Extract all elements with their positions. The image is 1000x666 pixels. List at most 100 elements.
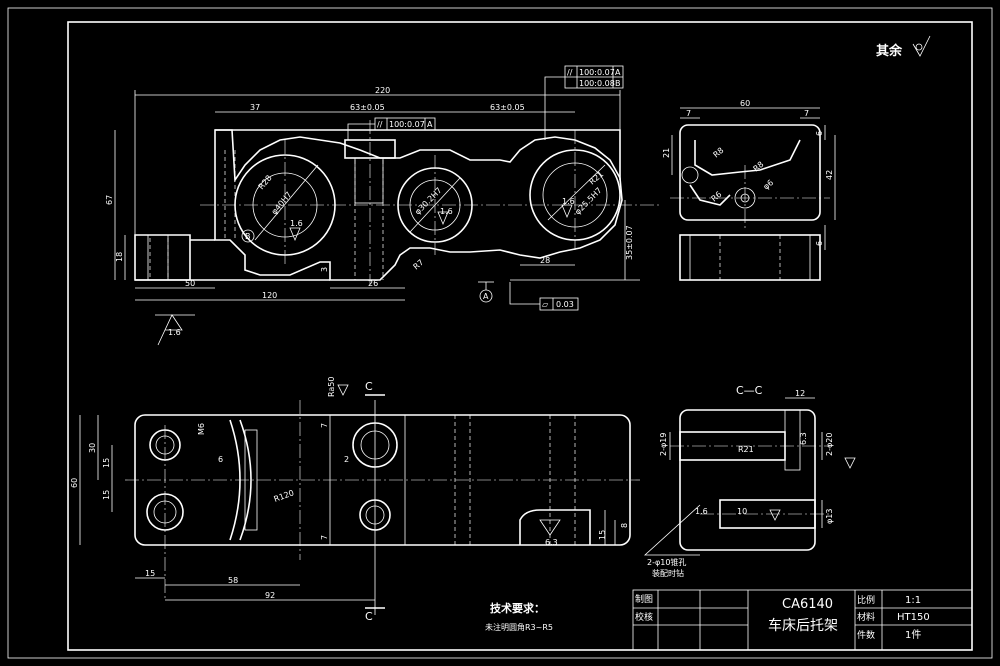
fcf-flatness: ⏥ 0.03	[509, 282, 579, 311]
svg-text:100:0.07: 100:0.07	[389, 120, 425, 129]
roughness-symbol	[769, 509, 781, 521]
svg-text:2-φ20: 2-φ20	[825, 433, 834, 456]
svg-text:未注明圆角R3~R5: 未注明圆角R3~R5	[485, 622, 553, 632]
fcf-parallelism-mid: // 100:0.07 A	[347, 117, 436, 140]
svg-text:12: 12	[795, 389, 805, 398]
svg-text:37: 37	[250, 103, 260, 112]
svg-text:8: 8	[620, 523, 629, 528]
svg-text:6: 6	[815, 131, 824, 136]
svg-text:比例: 比例	[857, 594, 875, 606]
svg-text:1.6: 1.6	[168, 328, 181, 337]
svg-text:15: 15	[145, 569, 155, 578]
svg-text:材料: 材料	[857, 611, 875, 623]
roughness-symbol	[437, 211, 449, 226]
svg-text:校核: 校核	[635, 611, 653, 623]
svg-text:42: 42	[825, 170, 834, 180]
svg-text:7: 7	[320, 535, 329, 540]
svg-text:1.6: 1.6	[562, 197, 575, 206]
svg-text:M6: M6	[197, 423, 206, 435]
svg-text:1.6: 1.6	[695, 507, 708, 516]
svg-text:制图: 制图	[635, 593, 653, 605]
svg-text:50: 50	[185, 279, 195, 288]
svg-text:⏥: ⏥	[542, 300, 549, 309]
section-c-c: C—C 12 6.3 2-φ19 2-φ20 φ13 R21 1.6 10 2-…	[643, 384, 856, 578]
front-view: 220 37 63±0.05 63±0.05 67 18 50 120 26 2…	[105, 65, 660, 346]
svg-text:220: 220	[375, 86, 390, 95]
svg-text:R6: R6	[710, 190, 724, 204]
svg-text:6: 6	[815, 241, 824, 246]
title-block: 制图 校核 CA6140 车床后托架 比例 1:1 材料 HT150 件数 1件	[632, 589, 973, 651]
plan-view: 60 30 15 15 15 58 92 R120 6 7 7 2 15 8 M…	[70, 377, 640, 623]
svg-text:φ25.5H7: φ25.5H7	[573, 186, 604, 217]
svg-text:φ40H7: φ40H7	[270, 190, 294, 216]
svg-text:2: 2	[344, 455, 349, 464]
svg-text:92: 92	[265, 591, 275, 600]
roughness-symbol	[539, 519, 561, 536]
svg-text:100:0.07: 100:0.07	[579, 68, 615, 77]
technical-requirements: 技术要求： 未注明圆角R3~R5	[485, 601, 553, 632]
svg-text:0.03: 0.03	[556, 300, 574, 309]
svg-text:C—C: C—C	[736, 384, 763, 397]
outer-frame	[7, 7, 993, 659]
svg-text:7: 7	[320, 423, 329, 428]
svg-text:63±0.05: 63±0.05	[350, 103, 385, 112]
svg-text:其余: 其余	[876, 43, 903, 59]
svg-text:装配时钻: 装配时钻	[652, 568, 684, 578]
svg-text:21: 21	[662, 148, 671, 158]
svg-text:车床后托架: 车床后托架	[768, 617, 838, 634]
inner-frame	[67, 21, 973, 651]
svg-text:26: 26	[368, 279, 378, 288]
svg-text:1:1: 1:1	[905, 595, 921, 606]
svg-text:φ6: φ6	[762, 178, 776, 192]
svg-text://: //	[567, 68, 573, 77]
svg-text:18: 18	[115, 252, 124, 262]
svg-text:B: B	[615, 79, 621, 88]
svg-text:A: A	[615, 68, 621, 77]
svg-text:2-φ19: 2-φ19	[659, 433, 668, 456]
roughness-symbol	[561, 204, 573, 219]
svg-text:1.6: 1.6	[440, 207, 453, 216]
svg-text:HT150: HT150	[897, 612, 930, 623]
svg-text:63±0.05: 63±0.05	[490, 103, 525, 112]
svg-text:35±0.07: 35±0.07	[625, 225, 634, 260]
svg-text:7: 7	[686, 109, 691, 118]
svg-text:10: 10	[737, 507, 747, 516]
svg-text:7: 7	[804, 109, 809, 118]
svg-text://: //	[377, 120, 383, 129]
svg-text:120: 120	[262, 291, 277, 300]
roughness-symbol	[844, 457, 856, 469]
svg-text:CA6140: CA6140	[782, 597, 833, 612]
svg-text:67: 67	[105, 195, 114, 205]
svg-text:6: 6	[218, 455, 223, 464]
svg-text:15: 15	[598, 530, 607, 540]
svg-text:R8: R8	[752, 160, 766, 174]
svg-text:件数: 件数	[857, 629, 875, 641]
svg-text:6.3: 6.3	[799, 432, 808, 445]
svg-text:φ13: φ13	[825, 509, 834, 524]
svg-text:1件: 1件	[905, 629, 921, 641]
svg-text:R8: R8	[712, 146, 726, 160]
svg-text:60: 60	[70, 478, 79, 488]
svg-text:R120: R120	[273, 488, 296, 504]
svg-text:15: 15	[102, 458, 111, 468]
side-view: 60 7 7 21 42 6 6 R8 R8 φ6 R6	[662, 99, 836, 281]
fcf-parallelism-top: // 100:0.07 100:0.08 A B	[544, 65, 624, 140]
svg-text:R7: R7	[412, 258, 426, 272]
section-mark-top: C	[365, 380, 373, 393]
roughness-symbol	[157, 314, 183, 346]
svg-text:15: 15	[102, 490, 111, 500]
datum-a: A	[478, 281, 494, 303]
svg-text:2-φ10锥孔: 2-φ10锥孔	[647, 557, 686, 567]
svg-text:A: A	[427, 120, 433, 129]
svg-text:3: 3	[320, 267, 329, 272]
svg-text:60: 60	[740, 99, 750, 108]
svg-text:30: 30	[88, 443, 97, 453]
svg-text:58: 58	[228, 576, 238, 585]
svg-text:Ra50: Ra50	[327, 377, 336, 397]
svg-text:1.6: 1.6	[290, 219, 303, 228]
section-mark-bottom: C	[365, 610, 373, 623]
roughness-symbol	[337, 384, 349, 396]
svg-text:100:0.08: 100:0.08	[579, 79, 615, 88]
general-roughness-note: 其余	[876, 35, 931, 59]
